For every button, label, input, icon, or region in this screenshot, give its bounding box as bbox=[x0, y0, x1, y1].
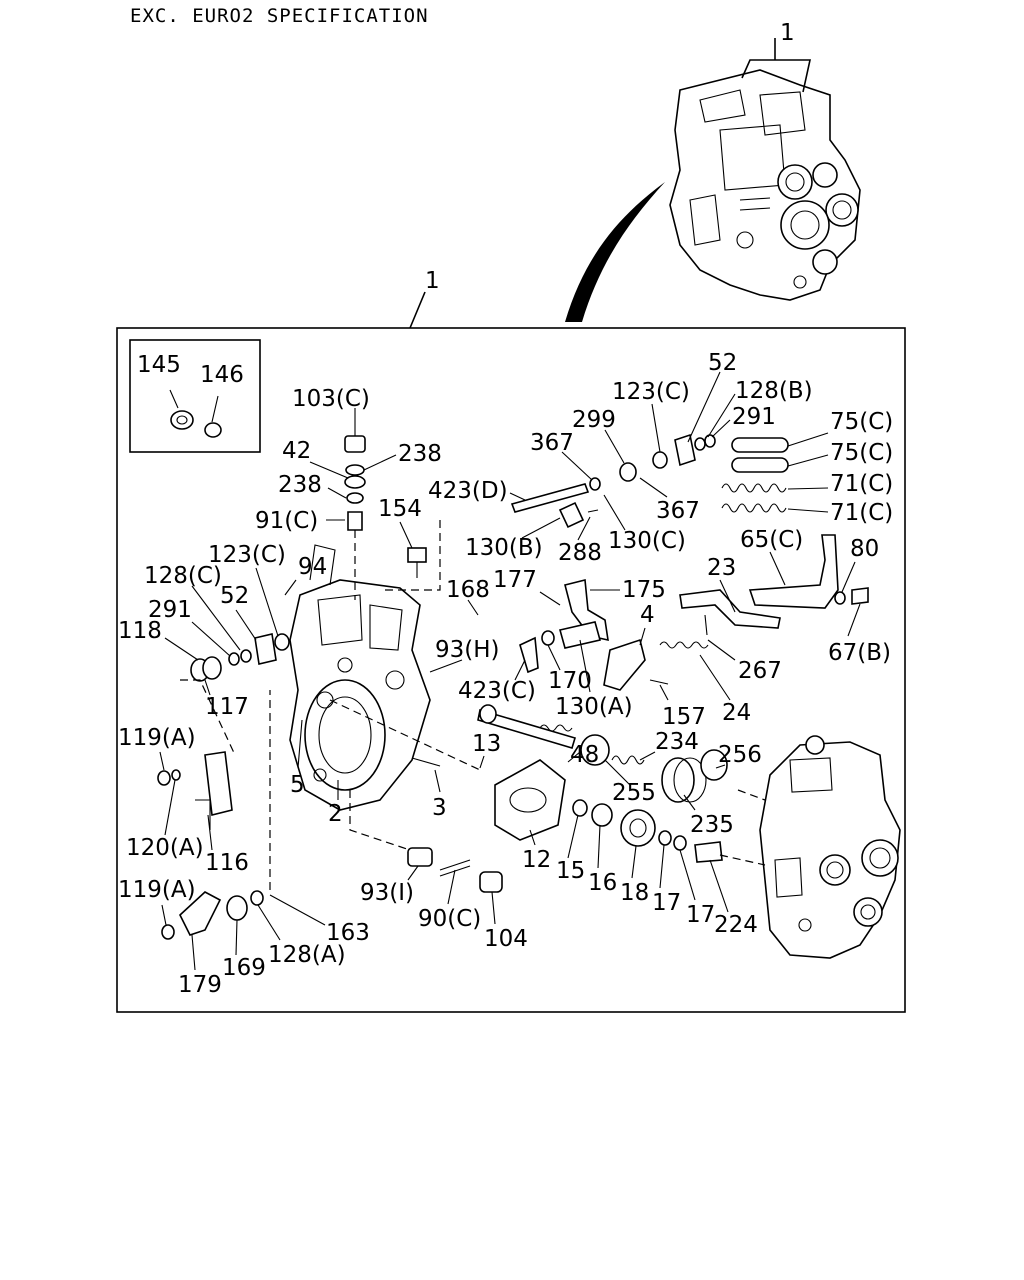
stack-parts-103-91 bbox=[344, 435, 366, 600]
label-75c-1: 75(C) bbox=[830, 409, 893, 435]
label-117: 117 bbox=[205, 694, 249, 720]
leader-lines bbox=[159, 371, 861, 971]
label-23: 23 bbox=[707, 555, 736, 581]
label-18: 18 bbox=[620, 880, 649, 906]
label-367a: 367 bbox=[530, 430, 574, 456]
label-157: 157 bbox=[662, 704, 706, 730]
label-119a-2: 119(A) bbox=[118, 877, 196, 903]
label-130b: 130(B) bbox=[465, 535, 543, 561]
label-2: 2 bbox=[328, 801, 343, 827]
label-154: 154 bbox=[378, 496, 422, 522]
label-71c-2: 71(C) bbox=[830, 500, 893, 526]
governor-housing bbox=[289, 544, 431, 811]
label-24: 24 bbox=[722, 700, 751, 726]
inset-box bbox=[129, 339, 261, 453]
label-224: 224 bbox=[714, 912, 758, 938]
lever-parts-175-130a bbox=[519, 578, 669, 691]
label-13: 13 bbox=[472, 731, 501, 757]
label-75c-2: 75(C) bbox=[830, 440, 893, 466]
detail-frame bbox=[116, 327, 906, 1013]
governor-shaft-assembly bbox=[477, 704, 766, 866]
label-175: 175 bbox=[622, 577, 666, 603]
label-16: 16 bbox=[588, 870, 617, 896]
label-17a: 17 bbox=[652, 890, 681, 916]
leader-frame-1 bbox=[409, 291, 426, 329]
label-123c-left: 123(C) bbox=[208, 542, 286, 568]
label-238b: 238 bbox=[278, 472, 322, 498]
lower-parts-93-104 bbox=[329, 699, 503, 893]
label-238a: 238 bbox=[398, 441, 442, 467]
label-128b: 128(B) bbox=[735, 378, 813, 404]
view-arrow bbox=[565, 182, 665, 322]
label-80: 80 bbox=[850, 536, 879, 562]
label-17b: 17 bbox=[686, 902, 715, 928]
label-256: 256 bbox=[718, 742, 762, 768]
small-parts-top bbox=[558, 433, 716, 529]
label-145: 145 bbox=[137, 352, 181, 378]
label-267: 267 bbox=[738, 658, 782, 684]
small-parts-left bbox=[180, 633, 290, 756]
label-3: 3 bbox=[432, 795, 447, 821]
label-52-left: 52 bbox=[220, 583, 249, 609]
label-118: 118 bbox=[118, 618, 162, 644]
label-48: 48 bbox=[570, 742, 599, 768]
label-163: 163 bbox=[326, 920, 370, 946]
label-1-frame: 1 bbox=[425, 268, 440, 294]
label-130a: 130(A) bbox=[555, 694, 633, 720]
label-103c: 103(C) bbox=[292, 386, 370, 412]
bolt-154 bbox=[407, 547, 427, 578]
label-123c-top: 123(C) bbox=[612, 379, 690, 405]
label-291-top: 291 bbox=[732, 404, 776, 430]
label-91c: 91(C) bbox=[255, 508, 318, 534]
label-423d: 423(D) bbox=[428, 478, 508, 504]
label-52-top: 52 bbox=[708, 350, 737, 376]
shaft-423d bbox=[380, 483, 590, 591]
label-291-left: 291 bbox=[148, 597, 192, 623]
label-234: 234 bbox=[655, 729, 699, 755]
label-93h: 93(H) bbox=[435, 637, 500, 663]
label-169: 169 bbox=[222, 955, 266, 981]
pump-body-right bbox=[759, 735, 901, 959]
label-168: 168 bbox=[446, 577, 490, 603]
label-128a: 128(A) bbox=[268, 942, 346, 968]
label-367b: 367 bbox=[656, 498, 700, 524]
label-1-top: 1 bbox=[780, 20, 795, 46]
label-179: 179 bbox=[178, 972, 222, 998]
label-299: 299 bbox=[572, 407, 616, 433]
inset-parts bbox=[169, 389, 222, 438]
spring-24 bbox=[659, 641, 709, 649]
pump-assembly-reference bbox=[669, 69, 861, 301]
label-130c: 130(C) bbox=[608, 528, 686, 554]
bracket-116 bbox=[157, 751, 233, 830]
label-90c: 90(C) bbox=[418, 906, 481, 932]
label-235: 235 bbox=[690, 812, 734, 838]
diagram-title: EXC. EURO2 SPECIFICATION bbox=[130, 5, 429, 27]
label-42: 42 bbox=[282, 438, 311, 464]
label-288: 288 bbox=[558, 540, 602, 566]
label-65c: 65(C) bbox=[740, 527, 803, 553]
label-5: 5 bbox=[290, 772, 305, 798]
label-177: 177 bbox=[493, 567, 537, 593]
label-71c-1: 71(C) bbox=[830, 471, 893, 497]
springs-75-71 bbox=[721, 437, 789, 513]
label-119a-1: 119(A) bbox=[118, 725, 196, 751]
label-4: 4 bbox=[640, 602, 655, 628]
label-104: 104 bbox=[484, 926, 528, 952]
lever-assembly-65c bbox=[679, 534, 869, 636]
label-12: 12 bbox=[522, 847, 551, 873]
label-67b: 67(B) bbox=[828, 640, 891, 666]
label-116: 116 bbox=[205, 850, 249, 876]
label-255: 255 bbox=[612, 780, 656, 806]
label-170: 170 bbox=[548, 668, 592, 694]
leader-top-1 bbox=[741, 59, 811, 93]
label-423c: 423(C) bbox=[458, 678, 536, 704]
label-120a: 120(A) bbox=[126, 835, 204, 861]
label-93i: 93(I) bbox=[360, 880, 414, 906]
label-15: 15 bbox=[556, 858, 585, 884]
label-128c: 128(C) bbox=[144, 563, 222, 589]
label-94: 94 bbox=[298, 554, 327, 580]
label-146: 146 bbox=[200, 362, 244, 388]
